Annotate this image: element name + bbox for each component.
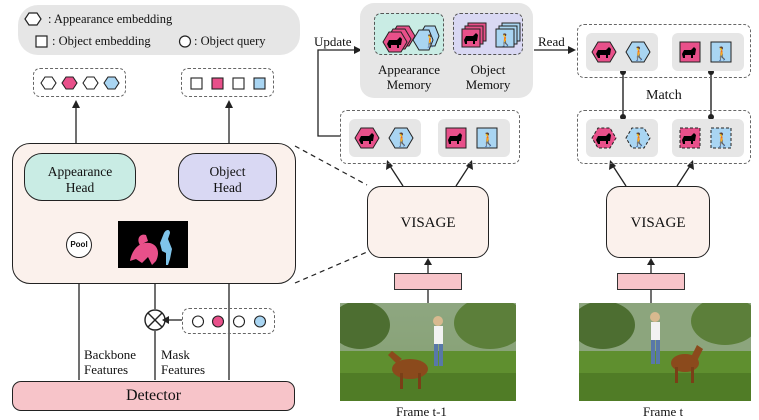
frame-prev-embeddings: 🚶 🚶 (340, 110, 520, 164)
svg-text:🚶: 🚶 (394, 132, 410, 148)
frame-prev-label: Frame t-1 (396, 404, 447, 419)
legend-query-label: : Object query (194, 34, 266, 48)
appearance-head-label: Appearance Head (47, 164, 113, 195)
frame-curr-image (579, 303, 751, 401)
query-icon (253, 315, 267, 328)
hexagon-icon (61, 76, 78, 90)
backbone-features-label: Backbone Features (84, 347, 136, 377)
visage-block-curr: VISAGE (606, 186, 710, 258)
object-embedding-icon (476, 127, 498, 149)
object-queries (182, 308, 275, 334)
frame-curr-embeddings: 🚶 🚶 (577, 110, 751, 164)
legend (18, 5, 300, 55)
object-memory-stack: 🚶 (453, 13, 523, 55)
query-icon (232, 315, 246, 328)
frame-curr-feature-bar (617, 273, 685, 290)
appearance-embedding-icon (388, 127, 414, 149)
object-head-label: Object Head (209, 164, 246, 195)
legend-square-icon (35, 35, 48, 48)
mask-features-label: Mask Features (161, 347, 206, 377)
query-icon (191, 315, 205, 328)
svg-text:🚶: 🚶 (631, 46, 647, 62)
legend-hexagon-icon (24, 12, 42, 26)
legend-object-label: : Object embedding (52, 34, 151, 48)
square-icon (211, 77, 224, 90)
square-icon (190, 77, 203, 90)
legend-appearance-label: : Appearance embedding (48, 12, 173, 26)
frame-prev-image (340, 303, 516, 401)
detector-block: Detector (12, 381, 295, 411)
square-icon (253, 77, 266, 90)
pool-node: Pool (66, 232, 92, 258)
frame-prev-feature-bar (394, 273, 462, 290)
appearance-memory-stack: 🚶 (374, 13, 444, 55)
legend-circle-icon (178, 35, 192, 48)
object-embeddings-output (181, 68, 274, 97)
appearance-head: Appearance Head (24, 153, 136, 201)
update-label: Update (314, 34, 352, 49)
hexagon-icon (40, 76, 57, 90)
object-head: Object Head (178, 153, 277, 201)
object-memory-label: Object Memory (465, 62, 511, 92)
svg-text:🚶: 🚶 (423, 34, 438, 48)
appearance-embeddings-output (33, 68, 126, 97)
svg-text:🚶: 🚶 (714, 46, 730, 62)
square-icon (232, 77, 245, 90)
hexagon-icon (103, 76, 120, 90)
mask-image (118, 221, 188, 268)
frame-curr-label: Frame t (643, 404, 684, 419)
svg-text:🚶: 🚶 (480, 132, 496, 148)
appearance-memory-label: Appearance Memory (377, 62, 441, 92)
svg-text:🚶: 🚶 (714, 132, 730, 148)
match-label: Match (646, 88, 682, 103)
svg-text:🚶: 🚶 (631, 132, 647, 148)
svg-text:🚶: 🚶 (498, 33, 513, 47)
visage-block-prev: VISAGE (367, 186, 489, 258)
read-label: Read (538, 34, 565, 49)
query-icon (211, 315, 225, 328)
hexagon-icon (82, 76, 99, 90)
memory-read-embeddings: 🚶 🚶 (577, 24, 751, 78)
